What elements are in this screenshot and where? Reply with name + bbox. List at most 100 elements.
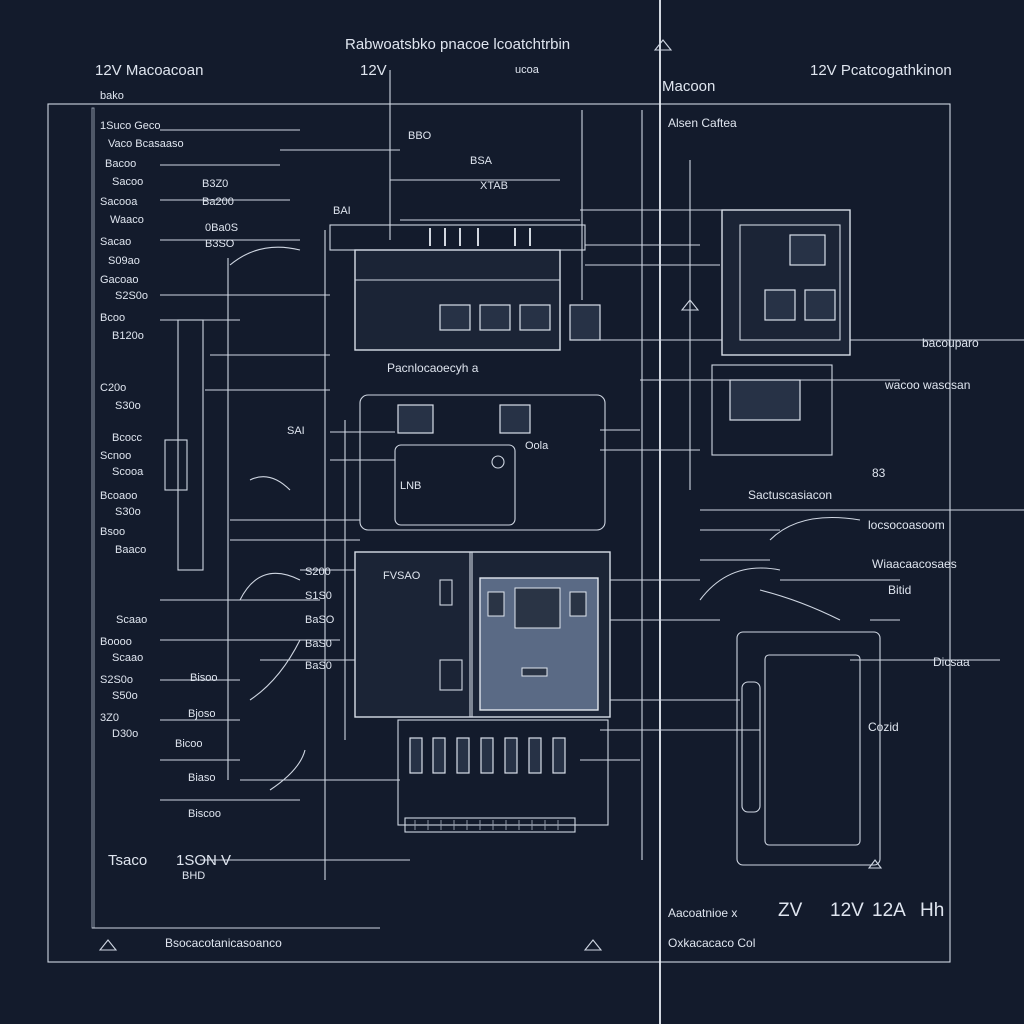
left-rail <box>91 107 95 929</box>
left-label: D30o <box>112 728 139 740</box>
relay-4 <box>397 404 434 434</box>
left-label: Bcocc <box>112 432 142 444</box>
right-label-locso: locsocoasoom <box>868 518 945 532</box>
top-terminals <box>429 228 531 246</box>
mid-label-bai: BAI <box>333 205 351 217</box>
bottom-right-label-1: Aacoatnioe x <box>668 906 738 920</box>
left-label: 1Suco Geco <box>100 120 161 132</box>
connector-pins <box>414 820 559 830</box>
mid-label-sai: SAI <box>287 425 305 437</box>
bottom-label-volt: 1SON V <box>176 852 232 869</box>
right-label-dicsaa: Dicsaa <box>933 655 970 669</box>
panel-caption: Pacnlocaoecyh a <box>387 361 479 375</box>
right-label-bitid: Bitid <box>888 583 912 597</box>
left-label: S50o <box>112 690 138 702</box>
battery-enclosure <box>736 631 881 866</box>
left-sub-bus <box>177 319 204 571</box>
right-label-wiacoo: Wiaacaacosaes <box>872 557 957 571</box>
left-label: Vaco Bcasaaso <box>108 138 184 150</box>
top-12v-label: 12V <box>360 62 387 79</box>
fuse-block <box>569 304 601 341</box>
mid-label-xtab: XTAB <box>480 180 508 192</box>
left-label: 3Z0 <box>100 712 119 724</box>
top-left-label: 12V Macoacoan <box>95 62 204 79</box>
right-relay-bank <box>721 209 851 356</box>
inner-label: BaS0 <box>305 638 332 650</box>
left-label: Waaco <box>110 214 144 226</box>
left-label: Scaao <box>116 614 148 626</box>
top-distribution-box <box>354 249 561 351</box>
relay-5 <box>499 404 531 434</box>
bottom-right-zv: ZV <box>778 900 803 921</box>
top-mid-small-label: ucoa <box>515 64 539 76</box>
left-connector <box>164 439 188 491</box>
connector-strip <box>404 817 576 833</box>
branch-wires <box>160 129 900 861</box>
inner-label: S1S0 <box>305 590 332 602</box>
left-label: Sacao <box>100 236 132 248</box>
right-label-bacou: bacouparo <box>922 336 979 350</box>
left-label: Baaco <box>115 544 147 556</box>
left-label: Scaao <box>112 652 144 664</box>
inner-label: Bjoso <box>188 708 216 720</box>
inner-label: 0Ba0S <box>205 222 239 234</box>
bottom-label-tsaco: Tsaco <box>108 852 148 869</box>
inner-label: BaSO <box>305 614 335 626</box>
bottom-right-hh: Hh <box>920 900 945 921</box>
left-label: S2S0o <box>115 290 149 302</box>
right-mid-module <box>711 364 833 456</box>
wire-curves <box>229 246 861 791</box>
left-label: Bcoaoo <box>100 490 138 502</box>
left-label: Scnoo <box>100 450 132 462</box>
battery-cell <box>764 654 861 846</box>
bottom-right-12v: 12V <box>830 900 864 921</box>
bottom-label-sub: BHD <box>182 870 206 882</box>
top-right-label: 12V Pcatcogathkinon <box>810 62 952 79</box>
left-label: Gacoao <box>100 274 139 286</box>
left-label: Sacooa <box>100 196 138 208</box>
mid-label-oola: Oola <box>525 440 549 452</box>
inner-label: B3Z0 <box>202 178 229 190</box>
left-label: Scooa <box>112 466 144 478</box>
corner-label: bako <box>100 90 124 102</box>
bottom-center-label: Oxkacacaco Col <box>668 936 756 950</box>
terminal-symbols <box>98 39 883 951</box>
top-terminal-strip <box>329 224 586 251</box>
controller-label: FVSAO <box>383 570 421 582</box>
inner-label: Biscoo <box>188 808 222 820</box>
right-label-sacou: Sactuscasiacon <box>748 488 833 502</box>
left-label: Bsoo <box>100 526 126 538</box>
left-label: S09ao <box>108 255 140 267</box>
alsen-label: Alsen Caftea <box>668 116 737 130</box>
inner-label: S200 <box>305 566 331 578</box>
controller-divider <box>469 551 473 718</box>
inner-label: Biaso <box>188 772 216 784</box>
right-relay-inner <box>739 224 841 341</box>
inner-label: B3SO <box>205 238 235 250</box>
left-label: Bcoo <box>100 312 126 324</box>
mid-label-lnb: LNB <box>400 480 422 492</box>
battery-terminal <box>741 681 761 813</box>
bottom-right-12a: 12A <box>872 900 906 921</box>
relay-2 <box>479 304 511 331</box>
left-label: S30o <box>115 506 141 518</box>
relay-sub-panel <box>394 444 516 526</box>
control-module-chip <box>514 587 561 629</box>
left-label: Bacoo <box>105 158 137 170</box>
macoon-label: Macoon <box>662 78 716 95</box>
left-label: Sacoo <box>112 176 144 188</box>
mid-label-bsa: BSA <box>470 155 493 167</box>
diagram-title: Rabwoatsbko pnacoe lcoatchtrbin <box>345 36 571 53</box>
right-label-cozid: Cozid <box>868 720 899 734</box>
small-label-83: 83 <box>872 466 886 480</box>
mid-label-bbo: BBO <box>408 130 432 142</box>
right-label-wacoo: wacoo wasosan <box>885 378 971 392</box>
relay-1 <box>439 304 471 331</box>
inner-label: Bisoo <box>190 672 218 684</box>
right-mid-chip <box>729 379 801 421</box>
relay-panel <box>359 394 606 531</box>
left-label: S30o <box>115 400 141 412</box>
relay-3 <box>519 304 551 331</box>
